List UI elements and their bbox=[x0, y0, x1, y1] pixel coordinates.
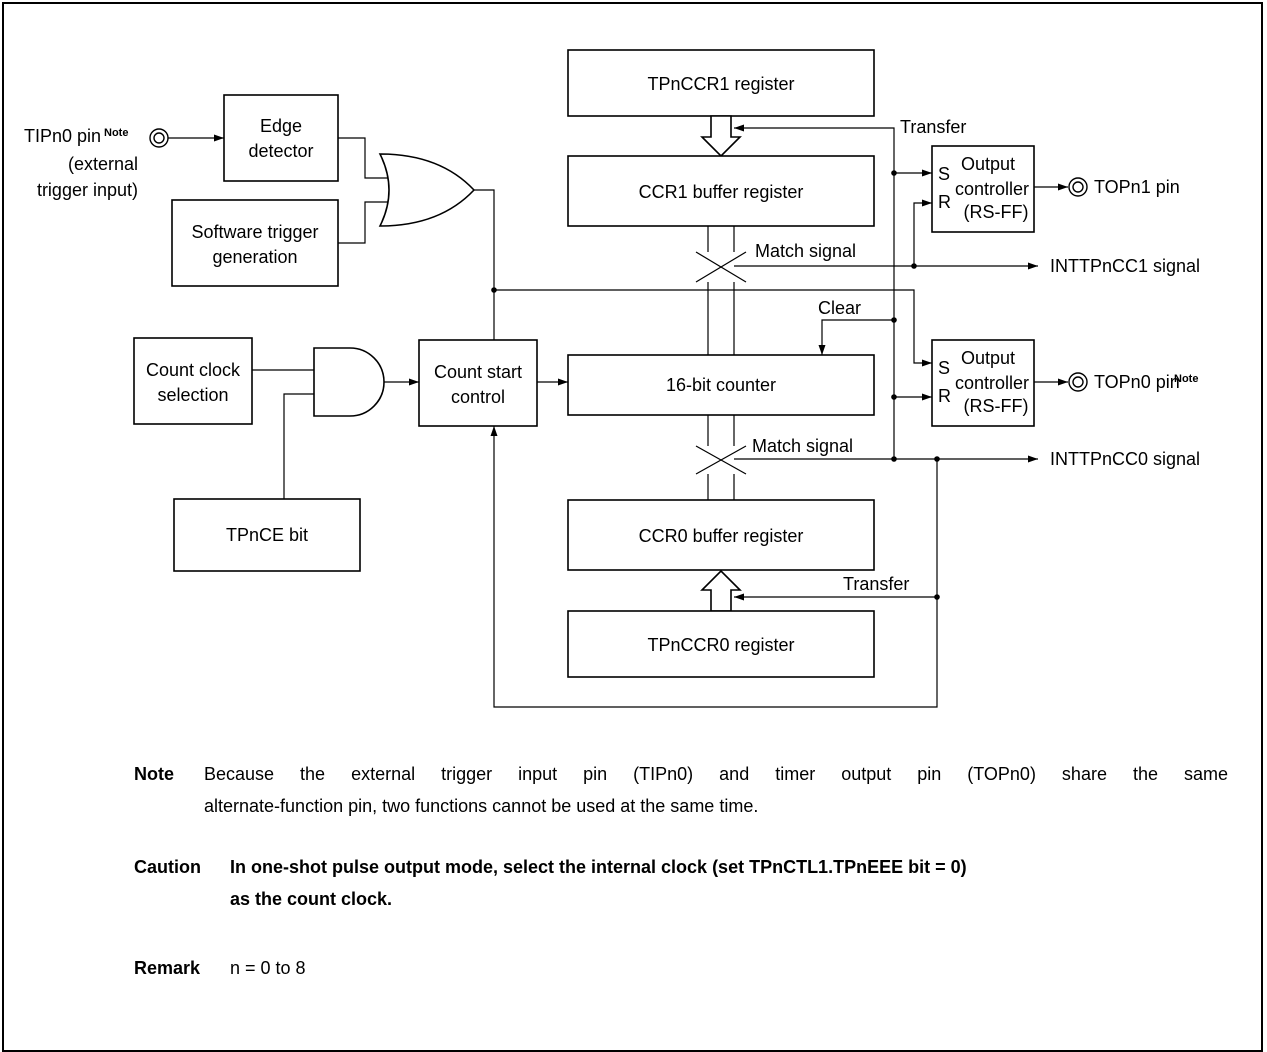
or-gate-icon bbox=[378, 153, 476, 227]
note-line-1: Because the external trigger input pin (… bbox=[204, 764, 1228, 784]
wire-sw-to-or bbox=[338, 201, 388, 244]
svg-text:Note: Note bbox=[104, 127, 128, 139]
note-label: Note bbox=[134, 764, 174, 784]
wire-feedback-loop bbox=[490, 426, 938, 708]
svg-text:Software trigger: Software trigger bbox=[191, 222, 318, 242]
inttpncc0-label: INTTPnCC0 signal bbox=[1050, 449, 1200, 469]
inttpncc1-label: INTTPnCC1 signal bbox=[1050, 256, 1200, 276]
tpnccr1-register-block: TPnCCR1 register bbox=[567, 49, 875, 117]
svg-text:Output: Output bbox=[961, 154, 1015, 174]
svg-text:detector: detector bbox=[248, 141, 313, 161]
clear-label: Clear bbox=[818, 298, 861, 318]
tipn0-pin-label: TIPn0 pin Note (external trigger input) bbox=[24, 126, 138, 200]
svg-text:CCR0 buffer register: CCR0 buffer register bbox=[639, 526, 804, 546]
svg-text:Output: Output bbox=[961, 348, 1015, 368]
svg-text:Note: Note bbox=[1174, 373, 1198, 385]
topn0-pin-icon bbox=[1068, 372, 1088, 392]
transfer-arrow-1-icon bbox=[700, 115, 742, 158]
ccr0-buffer-register-block: CCR0 buffer register bbox=[567, 499, 875, 571]
software-trigger-block: Software trigger generation bbox=[171, 199, 339, 287]
topn1-pin-label: TOPn1 pin bbox=[1094, 177, 1180, 197]
match-signal-0-label: Match signal bbox=[752, 436, 853, 456]
svg-text:R: R bbox=[938, 386, 951, 406]
svg-text:Edge: Edge bbox=[260, 116, 302, 136]
count-clock-selection-block: Count clock selection bbox=[133, 337, 253, 425]
wire-edge-to-or bbox=[338, 137, 388, 179]
wire-tpnce-to-and bbox=[283, 393, 314, 499]
output-controller-0-block: S R Output controller (RS-FF) bbox=[931, 339, 1035, 427]
svg-text:16-bit counter: 16-bit counter bbox=[666, 375, 776, 395]
svg-text:Count start: Count start bbox=[434, 362, 522, 382]
caution-line-1: In one-shot pulse output mode, select th… bbox=[230, 857, 967, 877]
svg-text:CCR1 buffer register: CCR1 buffer register bbox=[639, 182, 804, 202]
wire-count-start-to-s0 bbox=[494, 289, 932, 367]
transfer-0-label: Transfer bbox=[843, 574, 909, 594]
edge-detector-block: Edge detector bbox=[223, 94, 339, 182]
and-gate-icon bbox=[313, 347, 385, 417]
transfer-arrow-0-icon bbox=[700, 569, 742, 612]
remark-text: n = 0 to 8 bbox=[230, 958, 306, 978]
transfer-1-label: Transfer bbox=[900, 117, 966, 137]
caution-line-2: as the count clock. bbox=[230, 889, 393, 909]
svg-text:controller: controller bbox=[955, 373, 1029, 393]
svg-text:selection: selection bbox=[157, 385, 228, 405]
svg-text:R: R bbox=[938, 192, 951, 212]
svg-text:(RS-FF): (RS-FF) bbox=[964, 202, 1029, 222]
topn1-pin-icon bbox=[1068, 177, 1088, 197]
wire-or-to-count-start bbox=[474, 189, 498, 365]
wire-clear bbox=[818, 319, 894, 355]
topn0-pin-label: TOPn0 pin Note bbox=[1094, 372, 1198, 392]
svg-text:(external: (external bbox=[68, 154, 138, 174]
remark-label: Remark bbox=[134, 958, 201, 978]
compare-1-icon bbox=[695, 226, 747, 355]
svg-text:TPnCE bit: TPnCE bit bbox=[226, 525, 308, 545]
svg-text:S: S bbox=[938, 358, 950, 378]
svg-text:trigger input): trigger input) bbox=[37, 180, 138, 200]
svg-text:Count clock: Count clock bbox=[146, 360, 241, 380]
tpnce-bit-block: TPnCE bit bbox=[173, 498, 361, 572]
svg-text:TPnCCR0 register: TPnCCR0 register bbox=[647, 635, 794, 655]
tipn0-pin-icon bbox=[149, 128, 169, 148]
caution-label: Caution bbox=[134, 857, 201, 877]
tpnccr0-register-block: TPnCCR0 register bbox=[567, 610, 875, 678]
svg-text:S: S bbox=[938, 164, 950, 184]
count-start-control-block: Count start control bbox=[418, 339, 538, 427]
counter-16bit-block: 16-bit counter bbox=[567, 354, 875, 416]
output-controller-1-block: S R Output controller (RS-FF) bbox=[931, 145, 1035, 233]
svg-text:TIPn0 pin: TIPn0 pin bbox=[24, 126, 101, 146]
svg-text:TOPn0 pin: TOPn0 pin bbox=[1094, 372, 1180, 392]
ccr1-buffer-register-block: CCR1 buffer register bbox=[567, 155, 875, 227]
compare-0-icon bbox=[695, 415, 747, 500]
match-signal-1-label: Match signal bbox=[755, 241, 856, 261]
svg-text:TPnCCR1 register: TPnCCR1 register bbox=[647, 74, 794, 94]
junction-dot bbox=[934, 456, 940, 462]
wire-transfer-1 bbox=[734, 124, 895, 170]
note-line-2: alternate-function pin, two functions ca… bbox=[204, 796, 759, 816]
wire-match1-to-r1 bbox=[913, 199, 932, 266]
svg-text:generation: generation bbox=[212, 247, 297, 267]
svg-text:(RS-FF): (RS-FF) bbox=[964, 396, 1029, 416]
svg-text:controller: controller bbox=[955, 179, 1029, 199]
svg-text:control: control bbox=[451, 387, 505, 407]
